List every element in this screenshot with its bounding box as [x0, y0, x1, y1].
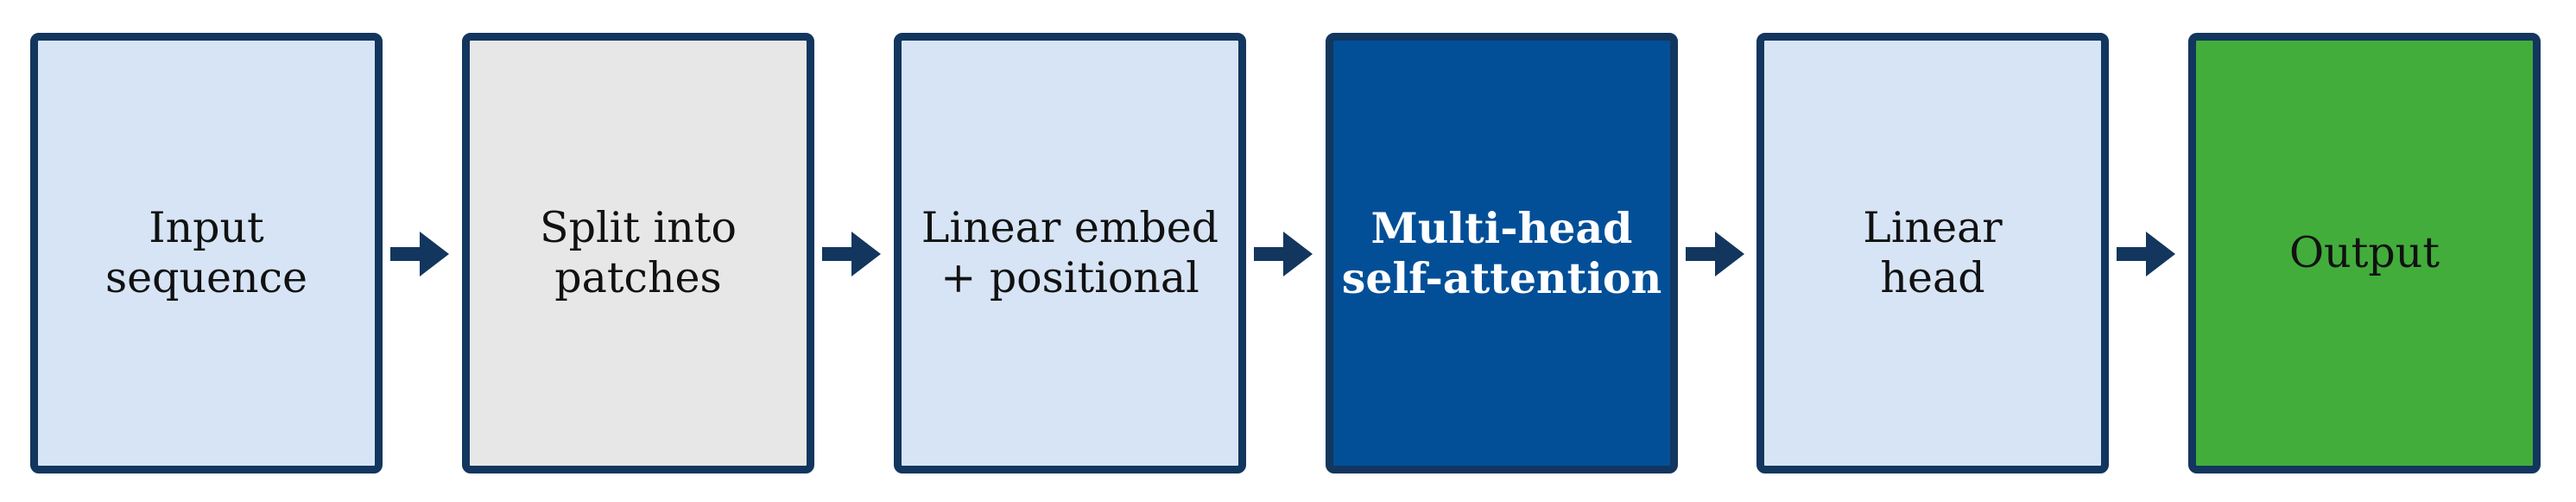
step-label: Linear embed + positional	[921, 203, 1219, 302]
step-output: Output	[2188, 33, 2541, 473]
arrow-right-icon	[822, 232, 881, 276]
step-linear-head: Linear head	[1756, 33, 2109, 473]
step-label: Split into patches	[540, 203, 737, 302]
step-linear-embed-positional: Linear embed + positional	[894, 33, 1246, 473]
step-label: Output	[2288, 228, 2440, 277]
step-split-into-patches: Split into patches	[462, 33, 814, 473]
arrow-right-icon	[1254, 232, 1313, 276]
step-label: Multi-head self-attention	[1341, 203, 1662, 303]
arrow-right-icon	[2117, 232, 2175, 276]
step-label: Input sequence	[104, 203, 308, 302]
arrow-right-icon	[390, 232, 449, 276]
step-multi-head-self-attention: Multi-head self-attention	[1326, 33, 1678, 473]
arrow-right-icon	[1686, 232, 1744, 276]
step-input-sequence: Input sequence	[30, 33, 383, 473]
step-label: Linear head	[1863, 203, 2003, 302]
